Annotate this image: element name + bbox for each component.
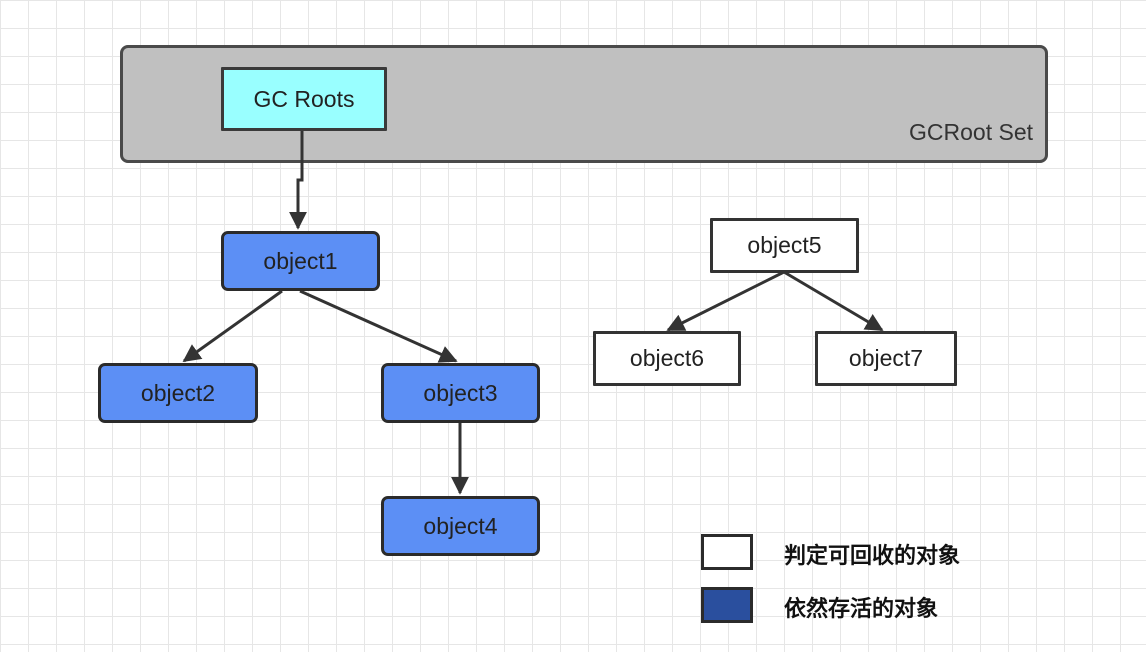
node-object4: object4: [381, 496, 540, 556]
node-object6-label: object6: [629, 345, 705, 371]
node-object7-label: object7: [848, 345, 924, 371]
node-object1-label: object1: [263, 247, 338, 274]
edge-gcroots-object1: [289, 131, 307, 230]
legend-label-alive: 依然存活的对象: [784, 597, 939, 622]
legend-label-collectable: 判定可回收的对象: [784, 544, 961, 569]
node-object3: object3: [381, 363, 540, 423]
legend-swatch-collectable: [701, 534, 753, 570]
node-object3-label: object3: [423, 379, 498, 406]
node-object4-label: object4: [423, 512, 498, 539]
edge-object5-object7: [783, 270, 884, 332]
gcroot-set-label: GCRoot Set: [909, 119, 1033, 145]
node-object5-label: object5: [747, 232, 822, 258]
node-object2-label: object2: [140, 379, 216, 406]
node-object1: object1: [221, 231, 380, 291]
edge-object1-object2: [182, 289, 283, 363]
node-object6: object6: [593, 331, 741, 386]
edge-object5-object6: [666, 270, 785, 332]
edge-object1-object3: [299, 289, 458, 363]
node-gc-roots: GC Roots: [221, 67, 387, 131]
legend-swatch-alive: [701, 587, 753, 623]
node-object7: object7: [815, 331, 957, 386]
node-gc-roots-label: GC Roots: [253, 85, 355, 112]
node-object5: object5: [710, 218, 859, 273]
node-object2: object2: [98, 363, 258, 423]
